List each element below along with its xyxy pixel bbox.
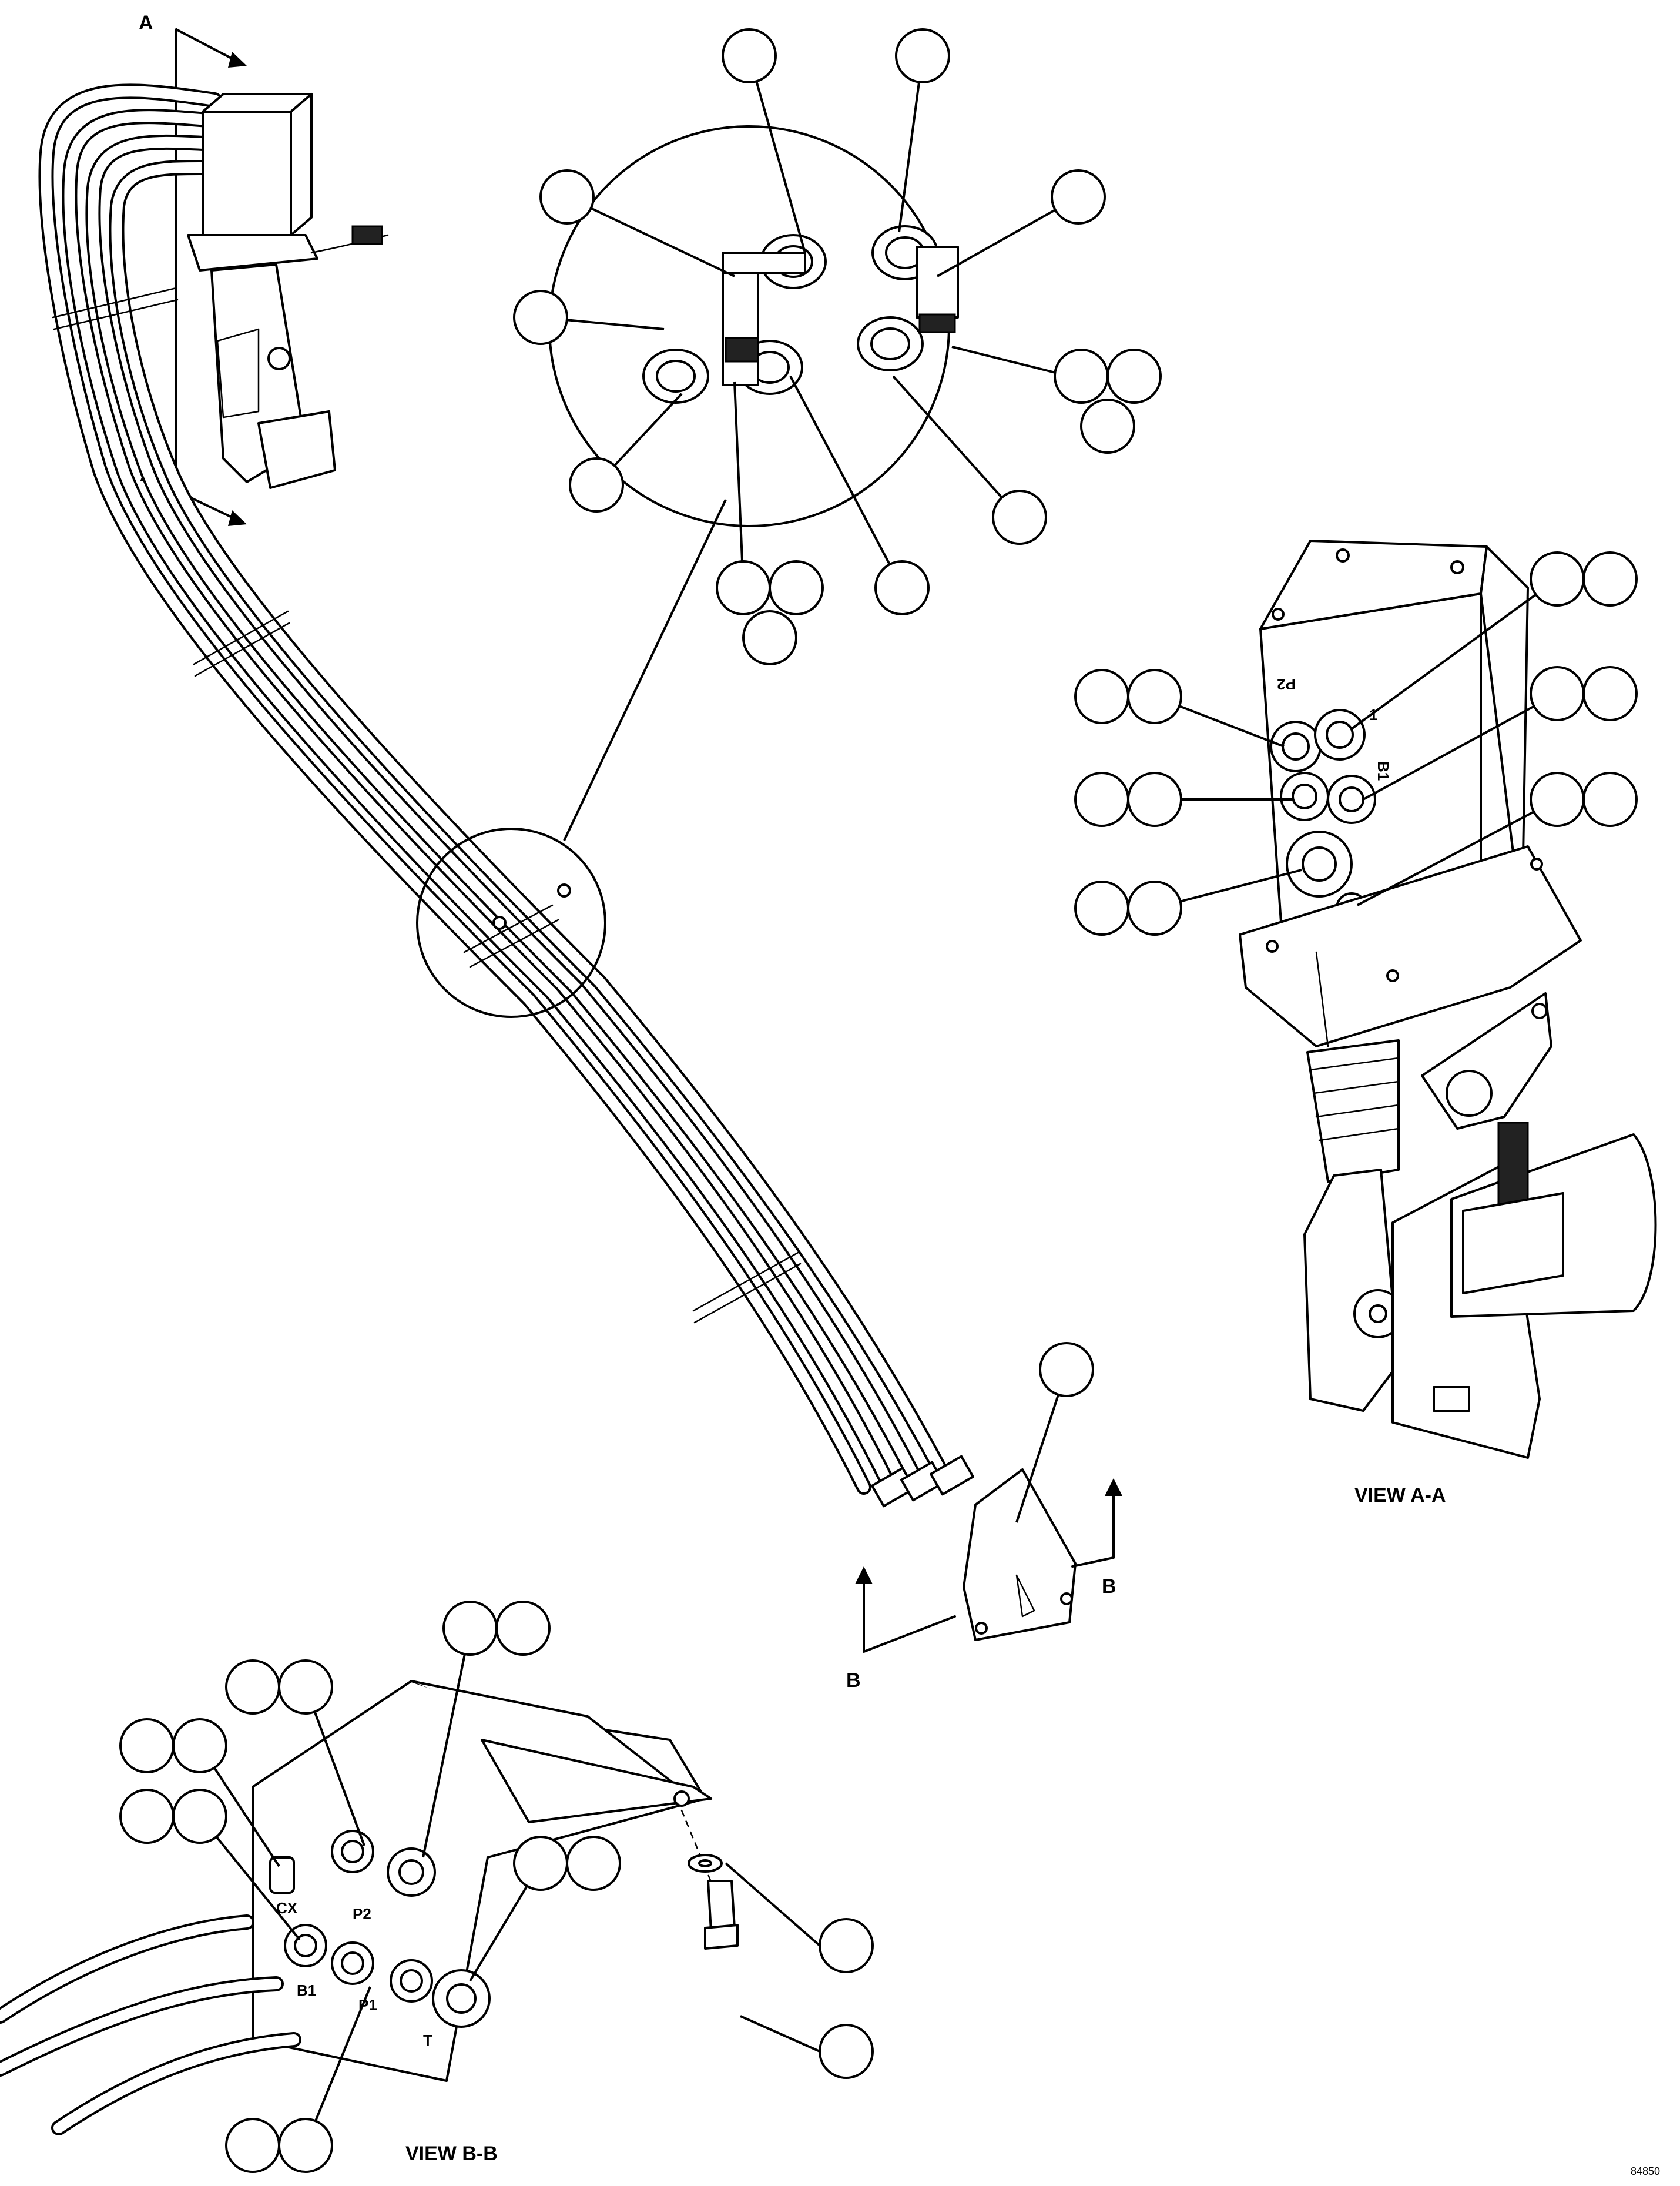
callout-balloon [172, 1718, 227, 1773]
callout-balloon [716, 560, 771, 615]
callout-balloon [1039, 1342, 1094, 1397]
callout-balloon [1530, 666, 1585, 721]
callout-balloon [442, 1601, 498, 1656]
magnified-clamp-detail [548, 125, 959, 841]
port-label-a-p2: P2 [1277, 675, 1296, 693]
detail-circle-bundle [416, 828, 606, 1018]
callout-balloon [1127, 772, 1182, 827]
view-a-a-title: VIEW A-A [1354, 1484, 1446, 1507]
callout-balloon [569, 457, 624, 513]
callout-balloons [119, 28, 1638, 2173]
callout-balloon [119, 1789, 175, 1844]
callout-balloon [1582, 666, 1638, 721]
callout-balloon [1582, 551, 1638, 607]
callout-balloon [278, 2118, 333, 2173]
callout-balloon [1051, 169, 1106, 225]
callout-balloon [769, 560, 824, 615]
view-a-a: P2 1 B1 VIEW A-A [1239, 540, 1657, 1507]
callout-balloon [819, 2024, 874, 2079]
callout-balloon [1530, 551, 1585, 607]
callout-balloon [172, 1789, 227, 1844]
callout-balloon [1127, 669, 1182, 724]
callout-balloon [495, 1601, 551, 1656]
callout-balloon [1054, 349, 1109, 404]
callout-balloon [1080, 399, 1135, 454]
port-label-b-b1: B1 [297, 1981, 316, 1999]
hose-bundle [38, 83, 948, 1495]
document-number: 84850 [1631, 2165, 1660, 2177]
callout-balloon [895, 28, 950, 83]
view-b-b: CX P2 B1 P1 T VIEW B-B [0, 1680, 739, 2165]
callout-balloon [1074, 772, 1129, 827]
callout-balloon [1106, 349, 1162, 404]
callout-balloon [1127, 881, 1182, 936]
callout-balloon [539, 169, 595, 225]
callout-balloon [1074, 669, 1129, 724]
callout-balloon [513, 1836, 568, 1891]
callout-balloon [992, 490, 1047, 545]
pedal-valve-assembly [187, 93, 389, 489]
callout-balloon [225, 2118, 280, 2173]
port-label-b-t: T [423, 2031, 432, 2049]
section-marker-b-right: B [1102, 1575, 1116, 1598]
callout-balloon [1582, 772, 1638, 827]
end-fitting-manifold: B B [846, 1455, 1122, 1692]
callout-balloon [1530, 772, 1585, 827]
section-marker-a-top: A [139, 12, 153, 34]
callout-balloon [566, 1836, 621, 1891]
callout-balloon [1074, 881, 1129, 936]
view-b-b-title: VIEW B-B [405, 2143, 498, 2165]
callout-balloon [225, 1659, 280, 1715]
callout-balloon [874, 560, 930, 615]
callout-balloon [742, 610, 797, 665]
section-marker-b-left: B [846, 1669, 861, 1692]
callout-balloon [722, 28, 777, 83]
callout-balloon [278, 1659, 333, 1715]
callout-balloon [819, 1918, 874, 1973]
callout-balloon [513, 290, 568, 345]
port-label-b-p2: P2 [353, 1905, 371, 1923]
callout-balloon [119, 1718, 175, 1773]
port-label-a-b1: B1 [1374, 761, 1392, 781]
